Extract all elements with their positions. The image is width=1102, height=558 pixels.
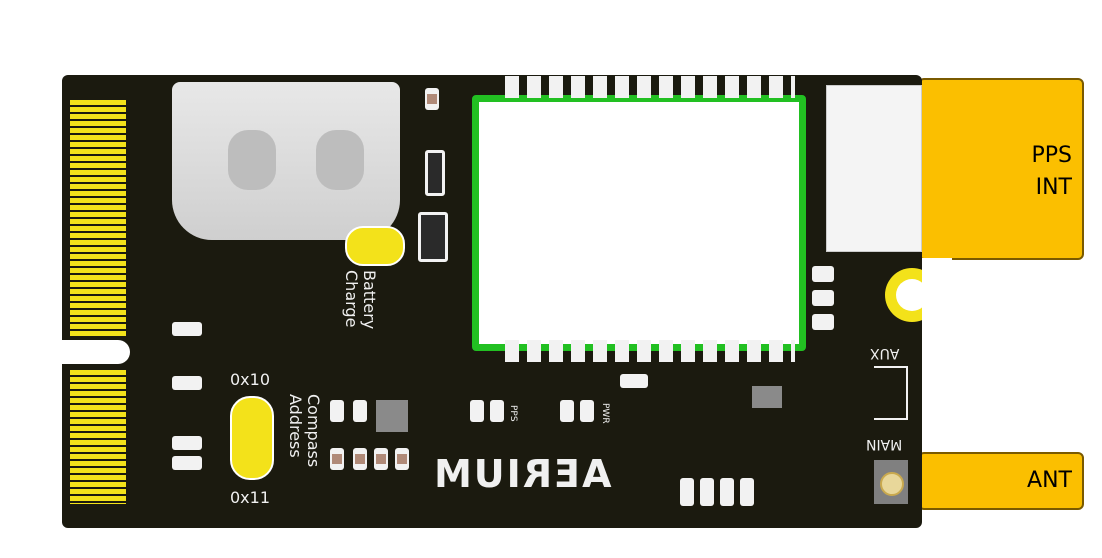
capacitor [172,376,202,390]
address-text: Address [286,394,305,458]
capacitor [330,400,344,422]
resistor [620,374,648,388]
compass-address-jumper [230,396,274,480]
pwr-led-resistor [560,400,574,422]
callout-pps-text: PPS [1031,143,1073,168]
compass-address-label: Compass Address [286,394,323,468]
resistor [330,448,344,470]
edge-connector-top [70,100,126,336]
battery-holder [172,82,400,240]
battery-charge-jumper [345,226,405,266]
aerium-logo: AERIUM [432,452,612,496]
resistor [395,448,409,470]
battery-charge-label: Battery Charge [342,270,379,330]
addr-0x11-label: 0x11 [230,488,271,507]
aux-label: AUX [870,345,900,361]
callout-pps-int: PPS INT [918,78,1084,260]
battery-clip-left [228,130,276,190]
diode [425,150,445,196]
aux-antenna-pad [874,366,908,420]
capacitor [172,322,202,336]
module-bottom-pads [505,340,795,362]
capacitor [172,436,202,450]
pwr-led-label: PWR [600,403,610,424]
ufl-center [880,472,904,496]
compass-text: Compass [304,394,323,468]
resistor [812,314,834,330]
pwr-led [580,400,594,422]
addr-0x10-label: 0x10 [230,370,271,389]
pps-led [490,400,504,422]
resistor [425,88,439,110]
charge-text: Charge [342,270,361,328]
hole-cutout [922,258,952,338]
capacitor [700,478,714,506]
gnss-module [472,95,806,351]
callout-ant: ANT [918,452,1084,510]
battery-text: Battery [360,270,379,330]
capacitor [353,400,367,422]
pps-int-connector [826,85,922,252]
resistor [374,448,388,470]
battery-clip-right [316,130,364,190]
compass-chip [376,400,408,432]
pps-led-label: PPS [508,405,518,422]
main-label: MAIN [866,436,903,452]
edge-connector-bottom [70,370,126,504]
module-top-pads [505,76,795,98]
switch-chip [752,386,782,408]
diode [418,212,448,262]
capacitor [172,456,202,470]
callout-ant-text: ANT [1027,468,1072,493]
callout-int-text: INT [1035,175,1072,200]
capacitor [680,478,694,506]
resistor [812,266,834,282]
capacitor [720,478,734,506]
resistor [812,290,834,306]
connector-notch [62,340,130,364]
resistor [353,448,367,470]
pps-led-resistor [470,400,484,422]
capacitor [740,478,754,506]
